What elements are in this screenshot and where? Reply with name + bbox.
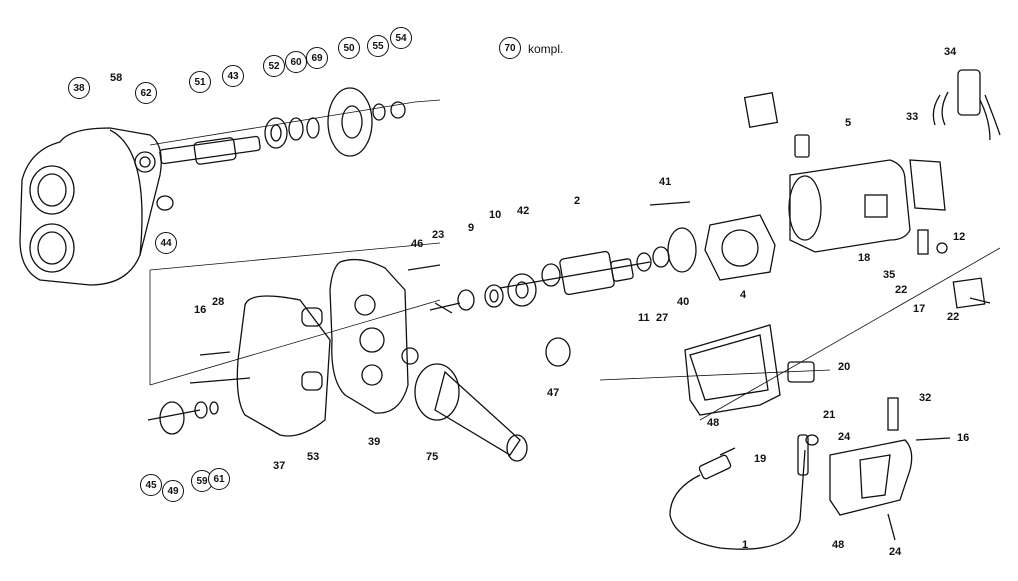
- part-44: [156, 195, 174, 211]
- callout-49: 49: [162, 480, 184, 502]
- callout-45: 45: [140, 474, 162, 496]
- label-37: 37: [273, 460, 286, 472]
- field-coil-4: [704, 214, 776, 281]
- gear-50: [264, 87, 406, 157]
- bearing-plate-39: [329, 258, 409, 414]
- cover-17: [952, 277, 986, 309]
- kompl-label: kompl.: [528, 42, 564, 56]
- label-33: 33: [906, 111, 919, 123]
- label-27: 27: [656, 312, 669, 324]
- label-46: 46: [411, 238, 424, 250]
- label-12: 12: [953, 231, 966, 243]
- shaft-51: [134, 135, 261, 173]
- callout-50: 50: [338, 37, 360, 59]
- label-4: 4: [740, 289, 747, 301]
- needle-bearing-53a: [301, 307, 323, 327]
- label-17: 17: [913, 303, 926, 315]
- label-35: 35: [883, 269, 896, 281]
- label-41: 41: [659, 176, 672, 188]
- label-9: 9: [468, 222, 475, 234]
- label-42: 42: [517, 205, 530, 217]
- label-20: 20: [838, 361, 851, 373]
- label-2: 2: [574, 195, 581, 207]
- label-48a: 48: [707, 417, 720, 429]
- callout-54: 54: [390, 27, 412, 49]
- label-16a: 16: [194, 304, 207, 316]
- label-16b: 16: [957, 432, 970, 444]
- label-24b: 24: [889, 546, 902, 558]
- gasket-37: [236, 295, 331, 437]
- label-32: 32: [919, 392, 932, 404]
- callout-70: 70: [499, 37, 521, 59]
- callout-51: 51: [189, 71, 211, 93]
- label-21: 21: [823, 409, 836, 421]
- brush-holder: [743, 92, 779, 128]
- needle-bearing-53b: [301, 371, 323, 391]
- callout-44: 44: [155, 232, 177, 254]
- switch-34: [932, 69, 1001, 141]
- label-22b: 22: [947, 311, 960, 323]
- label-40: 40: [677, 296, 690, 308]
- cable-1: [669, 434, 809, 550]
- pinion-47: [545, 337, 571, 367]
- label-11: 11: [638, 312, 650, 324]
- callout-43: 43: [222, 65, 244, 87]
- label-58: 58: [110, 72, 123, 84]
- callout-69: 69: [306, 47, 328, 69]
- part-33: [909, 159, 946, 211]
- label-53: 53: [307, 451, 320, 463]
- handle-housing-48-upper: [684, 324, 781, 416]
- side-handle-75: [401, 347, 528, 462]
- armature-2: [499, 250, 651, 296]
- handle-housing-48-lower: [829, 439, 913, 516]
- motor-housing-5: [788, 159, 911, 253]
- callout-61: 61: [208, 468, 230, 490]
- label-34: 34: [944, 46, 957, 58]
- label-19: 19: [754, 453, 767, 465]
- callout-38: 38: [68, 77, 90, 99]
- label-39: 39: [368, 436, 381, 448]
- gear-49: [147, 401, 219, 435]
- part-32: [887, 397, 899, 431]
- label-1: 1: [742, 539, 749, 551]
- switch-20: [787, 361, 815, 383]
- callout-60: 60: [285, 51, 307, 73]
- gear-housing-38: [19, 127, 162, 286]
- label-18: 18: [858, 252, 871, 264]
- label-48b: 48: [832, 539, 845, 551]
- callout-62: 62: [135, 82, 157, 104]
- label-47: 47: [547, 387, 560, 399]
- label-75: 75: [426, 451, 439, 463]
- label-22a: 22: [895, 284, 908, 296]
- label-24a: 24: [838, 431, 851, 443]
- label-10: 10: [489, 209, 502, 221]
- callout-55: 55: [367, 35, 389, 57]
- label-23: 23: [432, 229, 445, 241]
- label-5: 5: [845, 117, 852, 129]
- label-28: 28: [212, 296, 225, 308]
- callout-52: 52: [263, 55, 285, 77]
